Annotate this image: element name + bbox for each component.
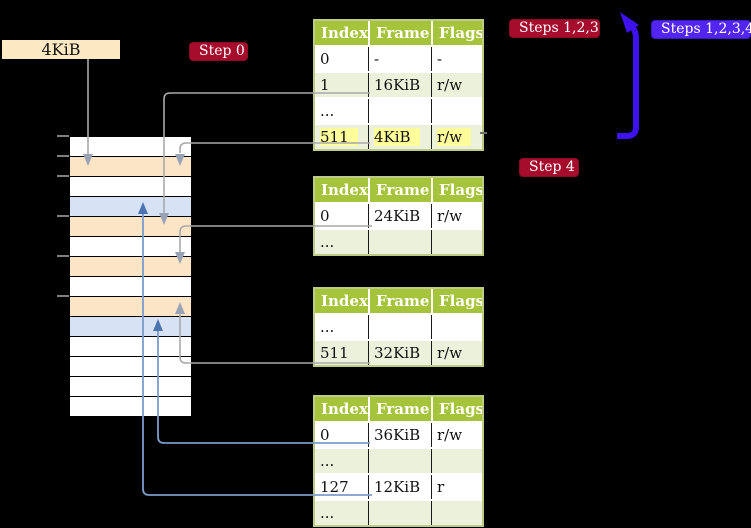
memory-frame-row — [70, 197, 191, 217]
table-cell — [368, 449, 431, 473]
table-cell: r/w — [431, 341, 482, 365]
table-row: ... — [315, 447, 482, 473]
table-cell — [368, 501, 431, 525]
physical-memory-column — [69, 136, 192, 417]
table-cell — [368, 230, 431, 254]
table-cell: r/w — [431, 125, 482, 149]
table-cell: 4KiB — [368, 125, 431, 149]
column-header: Frame — [368, 178, 431, 202]
table-cell: ... — [320, 318, 335, 336]
table-cell: 127 — [320, 478, 349, 496]
tick-mark — [57, 255, 69, 257]
table-row: ... — [315, 97, 482, 123]
table-cell: 32KiB — [368, 341, 431, 365]
table-cell: 0 — [320, 207, 330, 225]
badge-steps-1234: Steps 1,2,3,4 — [651, 20, 751, 39]
badge-step-4: Step 4 — [519, 158, 579, 177]
recursion-loop-arrow — [617, 24, 639, 139]
column-header: Index — [321, 292, 368, 310]
table-cell: r/w — [431, 204, 482, 228]
table-cell: r/w — [431, 423, 482, 447]
table-cell — [431, 449, 482, 473]
tick-mark — [57, 155, 69, 157]
column-header: Frame — [368, 289, 431, 313]
table-cell: r/w — [431, 73, 482, 97]
table-cell: 511 — [320, 344, 349, 362]
table-row: ... — [315, 228, 482, 254]
table-cell — [368, 99, 431, 123]
table-cell: 36KiB — [368, 423, 431, 447]
tick-mark — [57, 215, 69, 217]
tick-mark — [57, 295, 69, 297]
column-header: Index — [321, 181, 368, 199]
table-row: ... — [315, 313, 482, 339]
column-header: Index — [321, 400, 368, 418]
badge-step-0: Step 0 — [189, 42, 248, 61]
memory-frame-row — [70, 157, 191, 177]
table-cell: ... — [320, 233, 335, 251]
memory-frame-row — [70, 257, 191, 277]
memory-frame-row — [70, 237, 191, 257]
table-cell — [368, 315, 431, 339]
table-cell: 24KiB — [368, 204, 431, 228]
table-cell: 16KiB — [368, 73, 431, 97]
memory-frame-row — [70, 317, 191, 337]
column-header: Frame — [368, 21, 431, 45]
column-header: Index — [321, 24, 368, 42]
memory-frame-row — [70, 377, 191, 397]
table-cell: - — [431, 47, 482, 71]
memory-frame-row — [70, 277, 191, 297]
column-header: Flags — [431, 289, 482, 313]
table-cell: 0 — [320, 426, 330, 444]
column-header: Flags — [431, 178, 482, 202]
table-cell — [431, 315, 482, 339]
frame-size-label: 4KiB — [2, 40, 120, 59]
memory-frame-row — [70, 137, 191, 157]
table-cell — [431, 230, 482, 254]
column-header: Frame — [368, 397, 431, 421]
table-cell: 0 — [320, 50, 330, 68]
memory-frame-row — [70, 297, 191, 317]
arrowhead-up-left-icon — [620, 12, 639, 33]
table-row: 0 -- — [315, 45, 482, 71]
tick-mark — [57, 175, 69, 177]
table-cell: ... — [320, 452, 335, 470]
column-header: Flags — [431, 21, 482, 45]
badge-steps-123: Steps 1,2,3 — [509, 19, 600, 38]
highlighted-value: 4KiB — [374, 128, 420, 146]
table-cell: 511 — [315, 125, 368, 149]
memory-frame-row — [70, 177, 191, 197]
table-cell: ... — [320, 504, 335, 522]
column-header: Flags — [431, 397, 482, 421]
table-row: ... — [315, 499, 482, 525]
table-cell — [431, 99, 482, 123]
memory-frame-row — [70, 397, 191, 416]
table-cell: 1 — [320, 76, 330, 94]
tick-mark — [57, 135, 69, 137]
table-row: 511 4KiB r/w — [315, 123, 482, 149]
table-cell — [431, 501, 482, 525]
table-cell: 12KiB — [368, 475, 431, 499]
highlighted-value: r/w — [437, 128, 472, 146]
table-cell: r — [431, 475, 482, 499]
memory-frame-row — [70, 357, 191, 377]
table-cell: ... — [320, 102, 335, 120]
table-cell: - — [368, 47, 431, 71]
memory-frame-row — [70, 337, 191, 357]
memory-frame-row — [70, 217, 191, 237]
highlighted-value: 511 — [320, 128, 358, 146]
